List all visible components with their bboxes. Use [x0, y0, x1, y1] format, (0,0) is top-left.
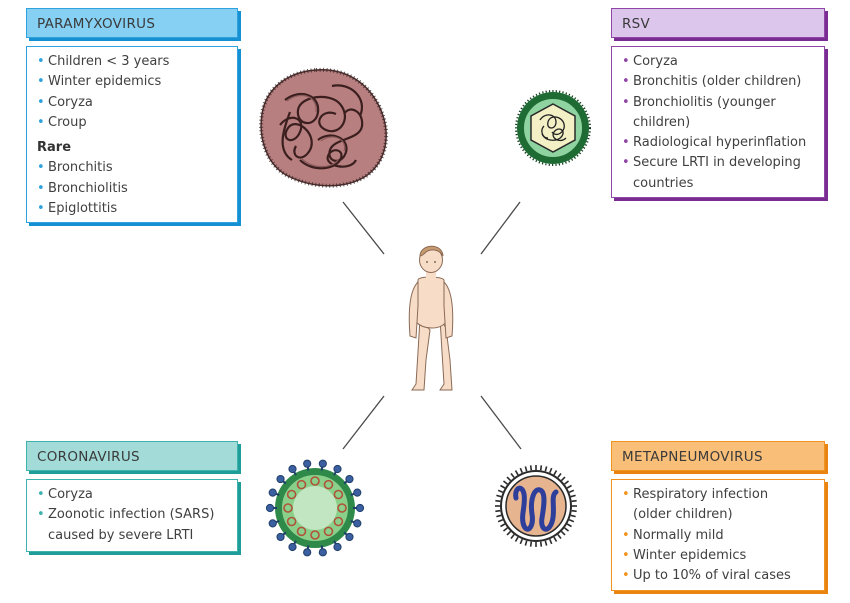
coronavirus-body: •Coryza •Zoonotic infection (SARS) cause…: [26, 479, 238, 552]
bullet-icon: •: [37, 54, 45, 69]
list-item-text: Normally mild: [633, 527, 724, 543]
bullet-icon: •: [622, 527, 630, 543]
list-item: •Secure LRTI in developing: [622, 153, 816, 173]
list-item-text: countries: [633, 175, 694, 191]
list-item-text: caused by severe LRTI: [48, 527, 194, 543]
list-item: •Normally mild: [622, 526, 816, 546]
list-item: •Bronchiolitis (younger: [622, 93, 816, 113]
bullet-icon: •: [37, 201, 45, 217]
list-item-text: Coryza: [48, 487, 93, 502]
list-item: •Radiological hyperinflation: [622, 133, 816, 153]
list-item-continuation: countries: [622, 174, 816, 194]
connector-coronavirus: [342, 395, 385, 450]
metapneumovirus-body: •Respiratory infection (older children) …: [611, 479, 825, 591]
paramyxovirus-panel: PARAMYXOVIRUS •Children < 3 years •Winte…: [26, 8, 241, 228]
coronavirus-list: •Coryza •Zoonotic infection (SARS) cause…: [37, 485, 229, 546]
rsv-title: RSV: [611, 8, 825, 38]
list-item-text: Bronchitis (older children): [633, 74, 802, 90]
rsv-panel: RSV •Coryza •Bronchitis (older children)…: [611, 8, 828, 203]
coronavirus-virion-icon: [265, 459, 365, 557]
list-item: •Coryza: [622, 52, 816, 72]
metapneumovirus-virion-icon: [495, 465, 577, 547]
list-item-text: Bronchiolitis: [48, 180, 128, 196]
list-item-text: Respiratory infection: [633, 487, 769, 502]
connector-paramyxovirus: [342, 201, 385, 255]
rsv-list: •Coryza •Bronchitis (older children) •Br…: [622, 52, 816, 194]
rare-subheading: Rare: [37, 140, 72, 156]
bullet-icon: •: [622, 135, 630, 151]
bullet-icon: •: [622, 54, 630, 69]
metapneumovirus-title: METAPNEUMOVIRUS: [611, 441, 825, 471]
bullet-icon: •: [622, 74, 630, 90]
rsv-body: •Coryza •Bronchitis (older children) •Br…: [611, 46, 825, 198]
bullet-icon: •: [37, 74, 45, 90]
metapneumovirus-panel: METAPNEUMOVIRUS •Respiratory infection (…: [611, 441, 828, 594]
coronavirus-title: CORONAVIRUS: [26, 441, 238, 471]
list-item-continuation: caused by severe LRTI: [37, 526, 229, 546]
paramyxovirus-rare-list: •Bronchitis •Bronchiolitis •Epiglottitis: [37, 158, 229, 219]
list-item-text: Secure LRTI in developing: [633, 155, 801, 171]
child-figure-icon: [408, 245, 454, 391]
list-item: •Winter epidemics: [37, 72, 229, 92]
list-item-text: Coryza: [48, 94, 93, 110]
list-item: •Bronchitis: [37, 158, 229, 178]
list-item: •Bronchitis (older children): [622, 72, 816, 92]
bullet-icon: •: [37, 507, 45, 523]
paramyxovirus-virion-icon: [259, 67, 389, 188]
paramyxovirus-title: PARAMYXOVIRUS: [26, 8, 238, 38]
bullet-icon: •: [622, 487, 630, 502]
list-item: •Winter epidemics: [622, 546, 816, 566]
list-item-text: Coryza: [633, 54, 678, 69]
bullet-icon: •: [622, 155, 630, 171]
bullet-icon: •: [622, 94, 630, 110]
bullet-icon: •: [37, 94, 45, 110]
list-item-text: Bronchiolitis (younger: [633, 94, 776, 110]
list-item-continuation: (older children): [622, 505, 816, 525]
bullet-icon: •: [37, 180, 45, 196]
list-item-text: Winter epidemics: [633, 547, 747, 563]
bullet-icon: •: [622, 568, 630, 584]
coronavirus-panel: CORONAVIRUS •Coryza •Zoonotic infection …: [26, 441, 241, 557]
list-item: •Coryza: [37, 93, 229, 113]
list-item-text: Zoonotic infection (SARS): [48, 507, 215, 523]
list-item-text: Winter epidemics: [48, 74, 162, 90]
list-item: •Coryza: [37, 485, 229, 505]
list-item: •Respiratory infection: [622, 485, 816, 505]
list-item-text: Epiglottitis: [48, 201, 118, 217]
connector-metapneumovirus: [480, 395, 522, 450]
list-item-text: (older children): [633, 507, 733, 523]
list-item: •Bronchiolitis: [37, 179, 229, 199]
list-item: •Epiglottitis: [37, 199, 229, 219]
paramyxovirus-body: •Children < 3 years •Winter epidemics •C…: [26, 46, 238, 223]
bullet-icon: •: [622, 547, 630, 563]
list-item: •Children < 3 years: [37, 52, 229, 72]
list-item: •Zoonotic infection (SARS): [37, 505, 229, 525]
bullet-icon: •: [37, 114, 45, 130]
list-item: •Croup: [37, 113, 229, 133]
list-item-text: Radiological hyperinflation: [633, 135, 807, 151]
list-item-text: Bronchitis: [48, 160, 113, 176]
bullet-icon: •: [37, 487, 45, 502]
list-item-text: children): [633, 114, 691, 130]
list-item-text: Croup: [48, 114, 87, 130]
list-item: •Up to 10% of viral cases: [622, 566, 816, 586]
metapneumovirus-list: •Respiratory infection (older children) …: [622, 485, 816, 586]
connector-rsv: [480, 201, 521, 255]
list-item-continuation: children): [622, 113, 816, 133]
list-item-text: Up to 10% of viral cases: [633, 568, 791, 584]
bullet-icon: •: [37, 160, 45, 176]
rsv-virion-icon: [515, 90, 591, 166]
paramyxovirus-list: •Children < 3 years •Winter epidemics •C…: [37, 52, 229, 133]
list-item-text: Children < 3 years: [48, 54, 170, 69]
